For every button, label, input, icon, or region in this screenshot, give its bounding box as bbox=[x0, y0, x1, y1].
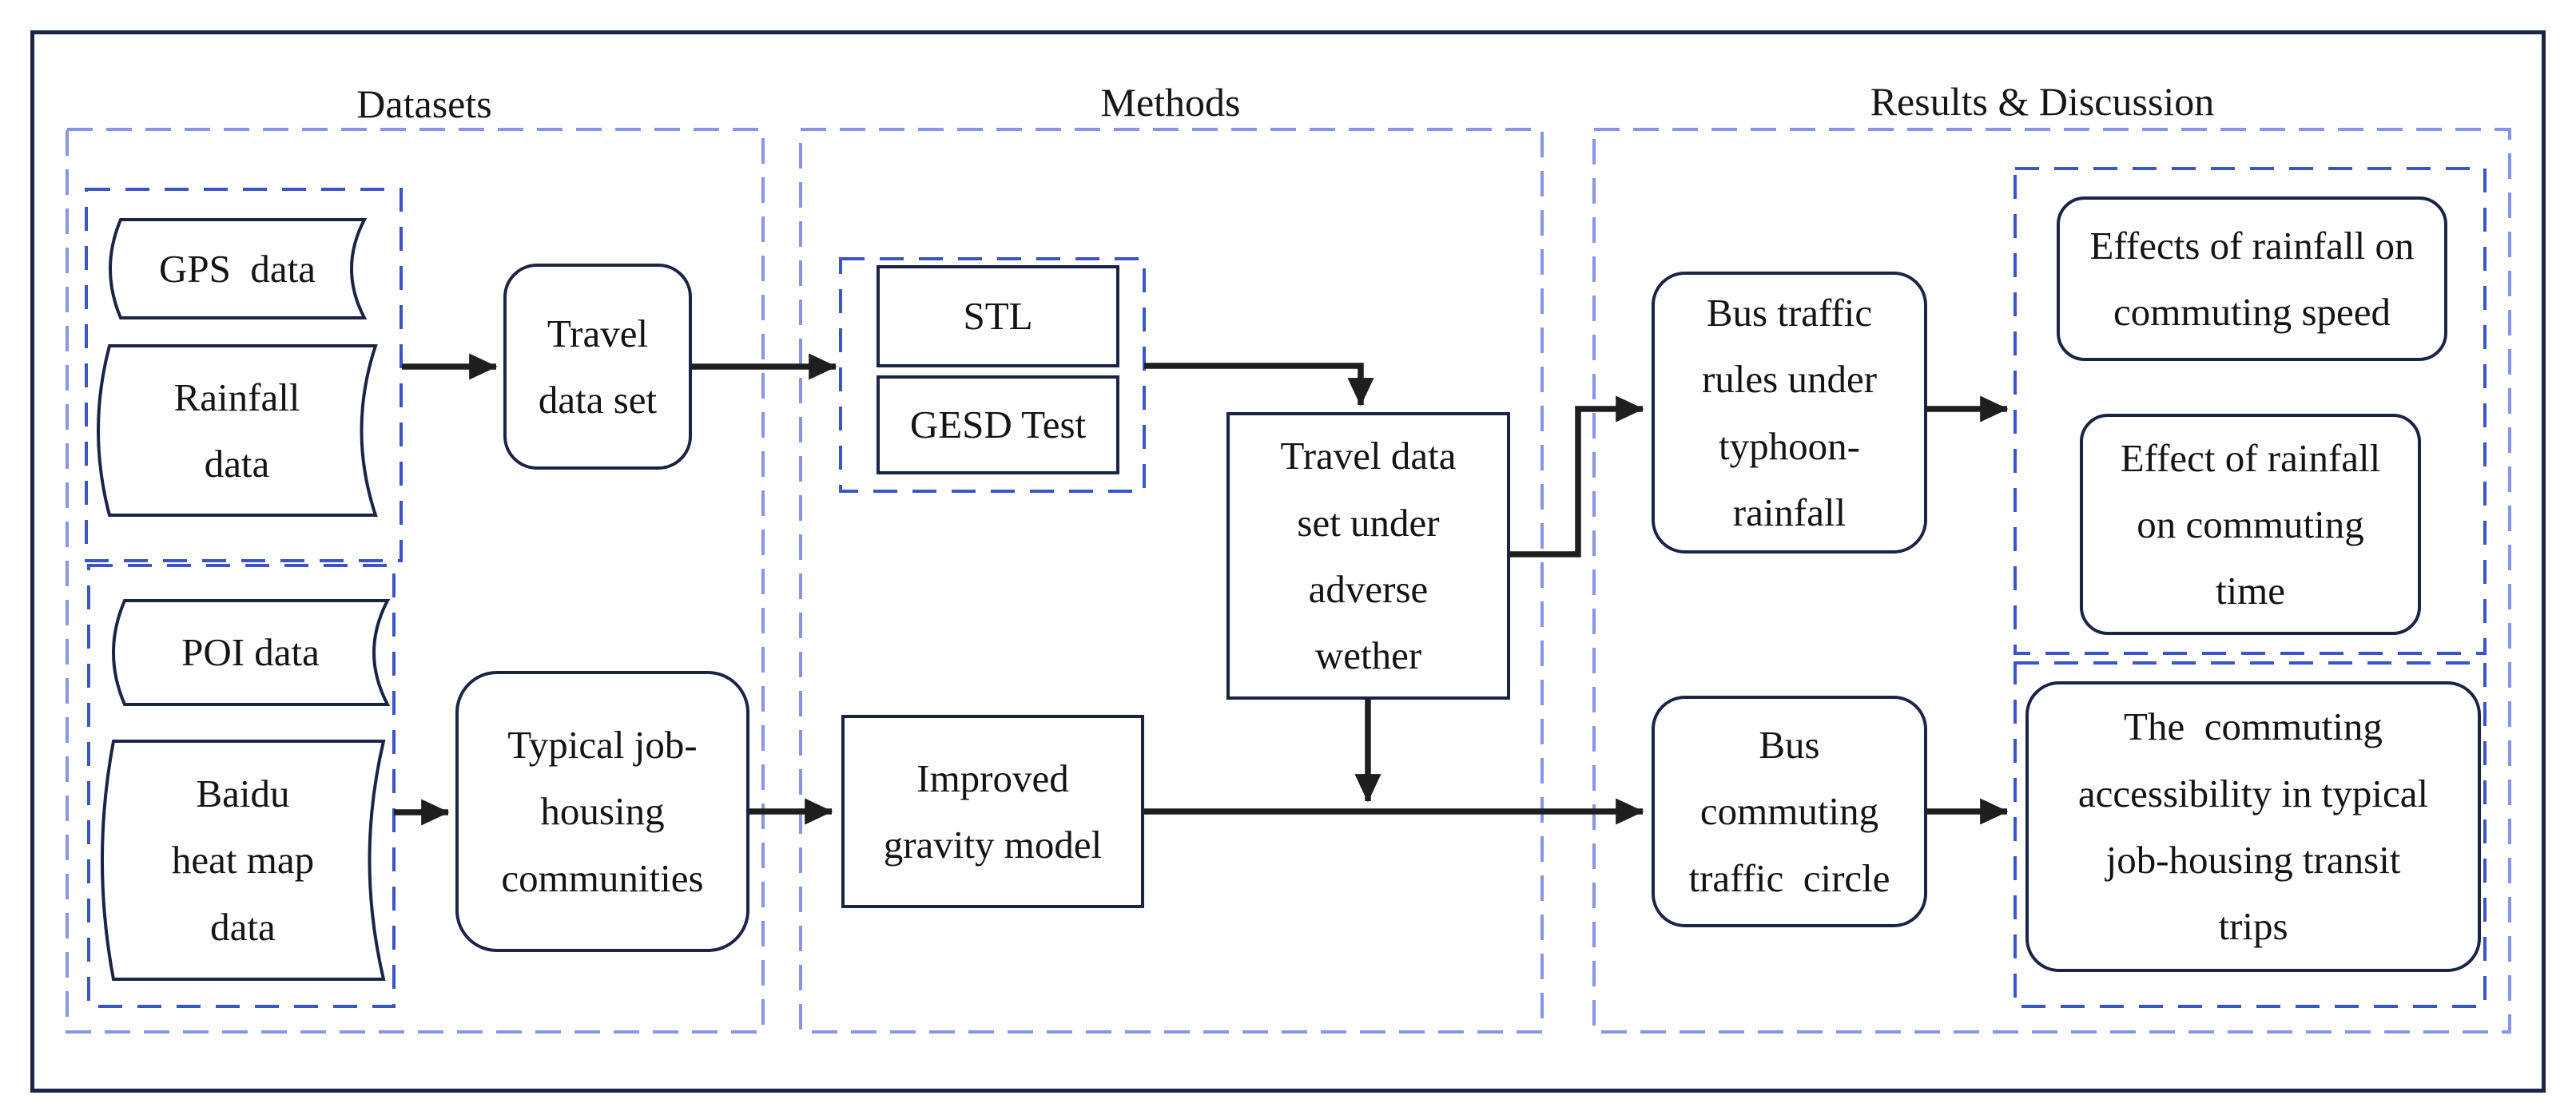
figure-border bbox=[30, 30, 2546, 1093]
gesd-test-node: GESD Test bbox=[877, 375, 1119, 474]
bus-traffic-rules-node: Bus traffic rules under typhoon- rainfal… bbox=[1652, 272, 1927, 554]
section-title-methods: Methods bbox=[1100, 80, 1241, 125]
effect-rainfall-time-node: Effect of rainfall on commuting time bbox=[2080, 414, 2421, 635]
section-title-datasets: Datasets bbox=[356, 81, 492, 126]
improved-gravity-model-node: Improved gravity model bbox=[841, 715, 1144, 908]
gps-data-node: GPS data bbox=[159, 246, 316, 291]
stl-node: STL bbox=[877, 265, 1119, 367]
baidu-heat-map-node: Baidu heat map data bbox=[171, 772, 315, 949]
rainfall-data-node: Rainfall data bbox=[173, 375, 300, 486]
poi-data-node: POI data bbox=[181, 630, 320, 675]
typical-job-housing-node: Typical job- housing communities bbox=[455, 671, 749, 952]
travel-data-adverse-node: Travel data set under adverse wether bbox=[1226, 412, 1510, 700]
section-title-results: Results & Discussion bbox=[1870, 79, 2215, 124]
bus-commuting-circle-node: Bus commuting traffic circle bbox=[1652, 696, 1927, 927]
travel-data-set-node: Travel data set bbox=[503, 264, 692, 470]
commuting-accessibility-node: The commuting accessibility in typical j… bbox=[2025, 681, 2481, 972]
effects-rainfall-speed-node: Effects of rainfall on commuting speed bbox=[2057, 196, 2447, 361]
